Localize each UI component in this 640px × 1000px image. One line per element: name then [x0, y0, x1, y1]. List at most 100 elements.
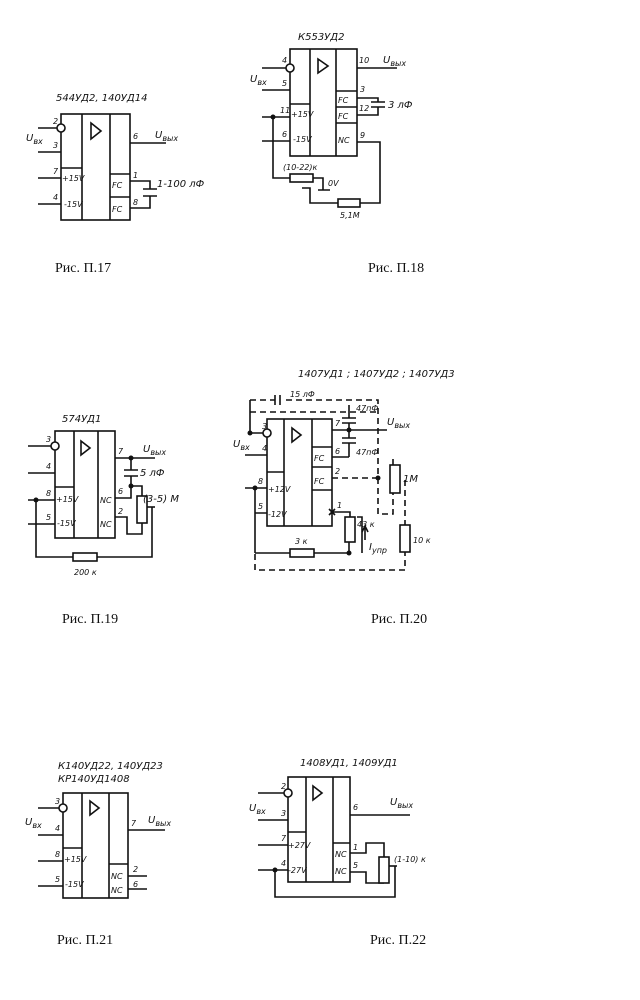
diagram-label: -12V [268, 510, 287, 519]
diagram-label: вх [240, 443, 250, 452]
diagram-label: -15V [293, 135, 312, 144]
diagram-label: -27V [288, 866, 307, 875]
diagram-label: вх [257, 78, 267, 87]
diagram-label: U [249, 803, 257, 814]
diagram-label: 15 лФ [290, 390, 315, 399]
diagram-label: -15V [57, 519, 76, 528]
diagram-label: 1 [133, 171, 138, 180]
figure-caption: Рис. П.17 [55, 261, 111, 276]
diagram-label: вых [397, 801, 413, 810]
diagram-label: 10 к [413, 536, 431, 545]
diagram-label: 4 [55, 824, 60, 833]
diagram-label: вх [32, 821, 42, 830]
diagram-label: 4 [53, 193, 58, 202]
diagram-label: вых [155, 819, 171, 828]
figure-p18: К553УД2 4 5 11 6 10 3 12 9 +15V -15V FC … [250, 32, 424, 276]
diagram-label: 7 [281, 834, 287, 843]
diagram-label: 7 [53, 167, 59, 176]
chip-title: 1407УД1 ; 1407УД2 ; 1407УД3 [298, 369, 455, 380]
diagram-label: 12 [359, 104, 369, 113]
diagram-label: -15V [64, 200, 83, 209]
diagram-label: 9 [360, 131, 365, 140]
figure-caption: Рис. П.19 [62, 612, 118, 627]
diagram-label: (10-22)к [283, 163, 317, 172]
diagram-label: 6 [282, 130, 287, 139]
diagram-label: U [233, 439, 241, 450]
diagram-label: 8 [258, 477, 263, 486]
opamp-triangle-icon [80, 439, 92, 457]
diagram-label: I [369, 542, 372, 553]
diagram-label: +15V [56, 495, 79, 504]
diagram-label: FC [314, 454, 325, 463]
chip-title-2: КР140УД1408 [58, 774, 130, 785]
diagram-label: U [390, 797, 398, 808]
chip-title: 574УД1 [62, 414, 101, 425]
svg-text:Uвх: Uвх [250, 74, 267, 87]
diagram-label: 47пФ [356, 404, 378, 413]
diagram-label: 6 [335, 447, 340, 456]
chip-title: К140УД22, 140УД23 [58, 761, 163, 772]
diagram-label: вых [394, 421, 410, 430]
opamp-triangle-icon [291, 426, 303, 444]
diagram-label: 1-100 лФ [157, 179, 205, 190]
diagram-label: 2 [133, 865, 138, 874]
diagram-label: 47пФ [356, 448, 378, 457]
diagram-label: 6 [118, 487, 123, 496]
diagram-label: 4 [46, 462, 51, 471]
diagram-label: 1M [403, 474, 418, 485]
diagram-label: 5 лФ [140, 468, 165, 479]
diagram-label: 6 [133, 132, 138, 141]
diagram-label: U [143, 444, 151, 455]
diagram-label: 3 [360, 85, 365, 94]
diagram-label: NC [111, 886, 123, 895]
opamp-triangle-icon [312, 784, 324, 802]
diagram-label: 200 к [74, 568, 97, 577]
diagram-label: 8 [133, 198, 138, 207]
diagram-label: вых [162, 134, 178, 143]
diagram-label: FC [338, 112, 349, 121]
figure-caption: Рис. П.22 [370, 933, 426, 948]
diagram-label: 11 [280, 106, 290, 115]
diagram-label: +27V [288, 841, 311, 850]
svg-text:Uвых: Uвых [148, 815, 171, 828]
diagram-label: U [250, 74, 258, 85]
diagram-label: FC [112, 181, 123, 190]
opamp-triangle-icon [317, 57, 330, 75]
svg-text:Uвых: Uвых [387, 417, 410, 430]
diagram-label: 4 [262, 444, 267, 453]
diagram-label: (3-5) M [143, 494, 179, 505]
diagram-label: 5 [258, 502, 263, 511]
diagram-label: +15V [62, 174, 85, 183]
diagram-label: 7 [335, 419, 341, 428]
diagram-label: 5,1M [340, 211, 360, 220]
diagram-label: (1-10) к [394, 855, 426, 864]
diagram-label: NC [335, 850, 347, 859]
diagram-label: +12V [268, 485, 291, 494]
figure-p21: К140УД22, 140УД23 КР140УД1408 3 4 8 5 7 … [25, 761, 171, 948]
diagram-label: FC [338, 96, 349, 105]
chip-title: 1408УД1, 1409УД1 [300, 758, 398, 769]
diagram-label: 7 [131, 819, 137, 828]
diagram-label: +15V [64, 855, 87, 864]
figure-p22: 1408УД1, 1409УД1 2 3 7 4 6 1 5 +27V -27V… [249, 758, 426, 948]
diagram-label: вых [390, 59, 406, 68]
diagram-label: FC [112, 205, 123, 214]
diagram-label: -15V [65, 880, 84, 889]
diagram-label: 3 лФ [388, 100, 413, 111]
svg-text:Uвх: Uвх [25, 817, 42, 830]
svg-text:Uвх: Uвх [249, 803, 266, 816]
diagram-label: U [148, 815, 156, 826]
diagram-label: 3 [281, 809, 286, 818]
diagram-label: 5 [282, 79, 287, 88]
figure-p17: 544УД2, 140УД14 2 3 7 4 6 1 8 +15V -15V … [26, 93, 205, 276]
svg-text:Uвх: Uвх [26, 133, 43, 146]
diagram-label: 5 [46, 513, 51, 522]
diagram-label: вх [33, 137, 43, 146]
diagram-label: 7 [118, 447, 124, 456]
figure-p19: 574УД1 3 4 8 5 7 6 2 +15V -15V NC NC Uвы… [28, 414, 179, 627]
diagram-label: 5 [55, 875, 60, 884]
diagram-label: 6 [353, 803, 358, 812]
figure-caption: Рис. П.21 [57, 933, 113, 948]
diagram-label: 2 [335, 467, 340, 476]
diagram-label: NC [100, 520, 112, 529]
